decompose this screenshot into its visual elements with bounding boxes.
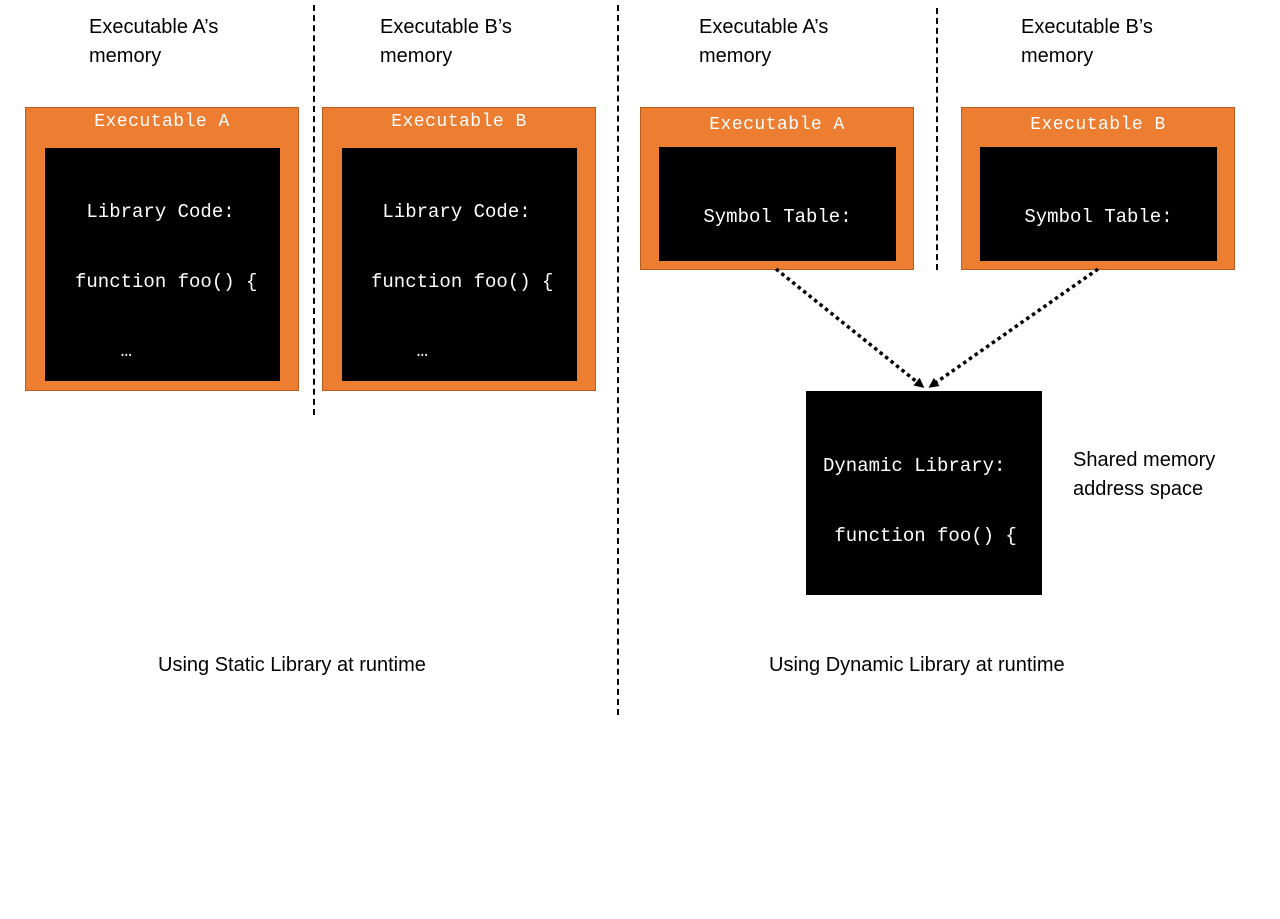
dynamic-divider	[936, 8, 938, 270]
code-line: …	[371, 340, 429, 363]
code-line: }	[823, 663, 846, 686]
code-line: function bar() {	[75, 548, 258, 571]
static-executable-b: Executable B Library Code: function foo(…	[322, 107, 596, 710]
code-line: Dynamic Library:	[823, 455, 1006, 477]
static-caption: Using Static Library at runtime	[158, 654, 426, 676]
static-exe-b-memory-label: Executable B’s memory	[380, 16, 512, 67]
main-divider	[617, 5, 619, 715]
code-line: …	[823, 594, 892, 617]
dynamic-exe-b-memory-label: Executable B’s memory	[1021, 16, 1153, 67]
arrow-b-to-library	[928, 267, 1100, 388]
dynamic-executable-a: Executable A Symbol Table: function foo(…	[640, 107, 914, 367]
code-line: Symbol Table:	[703, 206, 852, 228]
dotted-arrows	[774, 267, 1100, 388]
dynamic-executable-b-title: Executable B	[1030, 115, 1166, 135]
dynamic-executable-a-title: Executable A	[709, 115, 845, 135]
static-divider	[313, 5, 315, 415]
code-line: function bar() {	[823, 733, 1017, 756]
code-line: …	[75, 340, 133, 363]
dynamic-executable-a-symbol-table: Symbol Table: function foo() function ba…	[659, 147, 896, 367]
code-line: …	[823, 802, 892, 825]
static-exe-a-memory-label: Executable A’s memory	[89, 16, 219, 67]
code-line: function bar()	[697, 345, 858, 368]
code-line: function foo() {	[371, 270, 554, 293]
code-line: Library Code:	[75, 201, 235, 223]
code-line: }	[823, 872, 846, 895]
static-executable-a-title: Executable A	[94, 112, 230, 132]
code-line: function foo()	[697, 275, 858, 298]
static-executable-b-title: Executable B	[391, 112, 527, 132]
code-line: }	[75, 688, 87, 711]
code-line: function foo() {	[75, 270, 258, 293]
dynamic-caption: Using Dynamic Library at runtime	[769, 654, 1065, 676]
code-line: …	[75, 618, 133, 641]
dynamic-library-box: Dynamic Library: function foo() { … } fu…	[806, 391, 1042, 895]
code-line: }	[75, 409, 87, 432]
code-line: function foo()	[1018, 275, 1179, 298]
code-line: function bar() {	[371, 548, 554, 571]
code-line: }	[371, 688, 383, 711]
static-executable-a: Executable A Library Code: function foo(…	[25, 107, 299, 710]
dynamic-executable-b: Executable B Symbol Table: function foo(…	[961, 107, 1235, 367]
dynamic-executable-b-symbol-table: Symbol Table: function foo() function ba…	[980, 147, 1217, 367]
static-executable-a-library-code: Library Code: function foo() { … } funct…	[45, 148, 280, 710]
code-line: function foo() {	[823, 524, 1017, 547]
arrow-a-to-library	[774, 267, 925, 388]
code-line: Library Code:	[371, 201, 531, 223]
code-line: …	[371, 618, 429, 641]
code-line: Symbol Table:	[1024, 206, 1173, 228]
code-line: }	[371, 409, 383, 432]
static-executable-b-library-code: Library Code: function foo() { … } funct…	[342, 148, 577, 710]
dynamic-exe-a-memory-label: Executable A’s memory	[699, 16, 829, 67]
code-line: function bar()	[1018, 345, 1179, 368]
shared-memory-label: Shared memory address space	[1073, 449, 1216, 500]
